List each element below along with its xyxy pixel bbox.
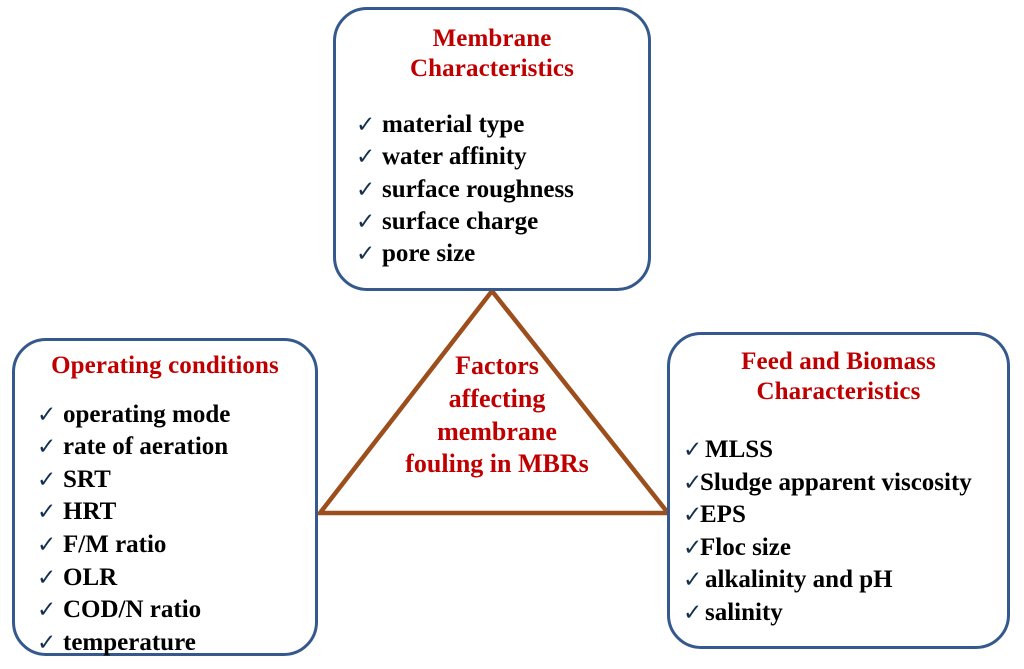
list-item-label: material type [382,111,525,138]
box-feed-and-biomass-characteristics: Feed and Biomass Characteristics ✓MLSS ✓… [667,332,1010,649]
list-item-label: OLR [63,563,118,591]
list-item-label: MLSS [705,436,774,463]
list-item-label: salinity [705,598,783,626]
check-icon: ✓ [37,466,57,492]
list-item: ✓pore size [356,238,648,270]
list-item-label: water affinity [382,143,527,171]
box-operating-list: ✓operating mode ✓rate of aeration ✓SRT ✓… [37,399,315,660]
list-item: ✓HRT [37,496,315,529]
list-item-label: EPS [700,501,746,528]
check-icon: ✓ [37,499,57,525]
check-icon: ✓ [356,144,376,170]
list-item-label: rate of aeration [63,433,229,461]
list-item-label: pore size [382,240,476,267]
list-item-label: surface charge [382,207,539,235]
list-item-label: COD/N ratio [63,596,202,624]
list-item-label: Sludge apparent viscosity [700,468,972,496]
box-operating-conditions: Operating conditions ✓operating mode ✓ra… [12,338,318,656]
list-item: ✓rate of aeration [37,431,315,464]
box-feed-title-line-1: Feed and Biomass [741,348,936,375]
box-membrane-list: ✓material type ✓water affinity ✓surface … [356,109,648,270]
box-feed-list: ✓MLSS ✓Sludge apparent viscosity ✓EPS ✓F… [683,434,1007,629]
check-icon: ✓ [356,208,376,234]
check-icon: ✓ [37,434,57,460]
check-icon: ✓ [683,469,703,495]
list-item-label: alkalinity and pH [705,566,893,593]
triangle-label: Factors affecting membrane fouling in MB… [352,350,642,481]
list-item: ✓SRT [37,464,315,497]
check-icon: ✓ [356,241,376,266]
check-icon: ✓ [356,176,376,202]
box-membrane-characteristics: Membrane Characteristics ✓material type … [333,7,651,291]
list-item: ✓water affinity [356,141,648,173]
triangle-label-line-2: affecting [448,383,546,413]
check-icon: ✓ [37,401,57,427]
list-item: ✓COD/N ratio [37,594,315,627]
check-icon: ✓ [356,112,376,137]
box-membrane-title-line-1: Membrane [432,25,552,52]
list-item: ✓salinity [683,597,1007,630]
box-operating-title-line-1: Operating conditions [51,352,279,379]
triangle-label-line-4: fouling in MBRs [405,449,589,479]
list-item-label: surface roughness [382,175,574,203]
check-icon: ✓ [37,564,57,590]
list-item: ✓temperature [37,627,315,660]
list-item: ✓surface charge [356,206,648,238]
check-icon: ✓ [37,532,57,557]
list-item: ✓Sludge apparent viscosity [683,467,1007,500]
box-feed-title: Feed and Biomass Characteristics [670,347,1007,406]
check-icon: ✓ [37,597,57,623]
list-item: ✓MLSS [683,434,1007,467]
list-item: ✓EPS [683,499,1007,532]
list-item-label: HRT [63,498,117,526]
list-item: ✓alkalinity and pH [683,564,1007,597]
list-item-label: F/M ratio [63,531,167,558]
check-icon: ✓ [683,599,703,625]
box-operating-title: Operating conditions [15,351,315,381]
list-item-label: SRT [63,465,111,493]
check-icon: ✓ [37,629,57,655]
list-item: ✓F/M ratio [37,529,315,562]
triangle-label-line-1: Factors [455,351,539,380]
list-item: ✓OLR [37,562,315,595]
check-icon: ✓ [683,534,703,560]
list-item: ✓operating mode [37,399,315,432]
list-item-label: operating mode [63,400,231,428]
list-item: ✓material type [356,109,648,141]
check-icon: ✓ [683,567,703,592]
list-item: ✓surface roughness [356,174,648,206]
box-feed-title-line-2: Characteristics [756,377,921,405]
box-membrane-title: Membrane Characteristics [336,24,648,83]
triangle-label-line-3: membrane [437,416,557,446]
list-item-label: Floc size [700,533,791,561]
list-item: ✓Floc size [683,532,1007,565]
check-icon: ✓ [683,437,703,462]
list-item-label: temperature [63,628,196,656]
check-icon: ✓ [683,502,703,527]
box-membrane-title-line-2: Characteristics [410,54,574,82]
